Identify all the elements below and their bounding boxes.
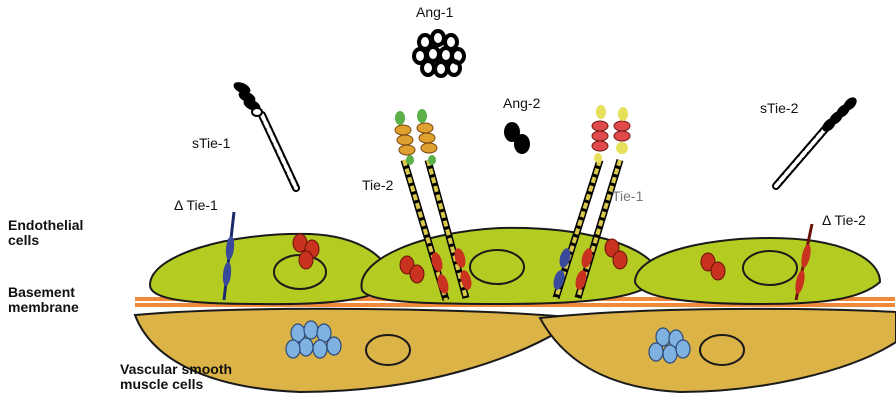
tie1-label: Tie-1 [612,189,643,204]
delta-tie2-label: Δ Tie-2 [822,213,866,228]
delta-tie1-label: Δ Tie-1 [174,198,218,213]
stie1-receptor [232,80,296,188]
ang1-multimer [414,31,464,76]
ang2-label: Ang-2 [503,96,540,111]
endothelial-layer [150,228,880,304]
vsmc-label: Vascular smooth muscle cells [120,362,232,393]
stie1-label: sTie-1 [192,136,230,151]
basement-membrane-label: Basement membrane [8,285,79,316]
stie2-label: sTie-2 [760,101,798,116]
endothelial-cells-label: Endothelial cells [8,218,83,249]
ang1-label: Ang-1 [416,5,453,20]
ang2-dimer [504,122,530,154]
tie2-label: Tie-2 [362,178,393,193]
vsmc-layer [135,309,896,392]
